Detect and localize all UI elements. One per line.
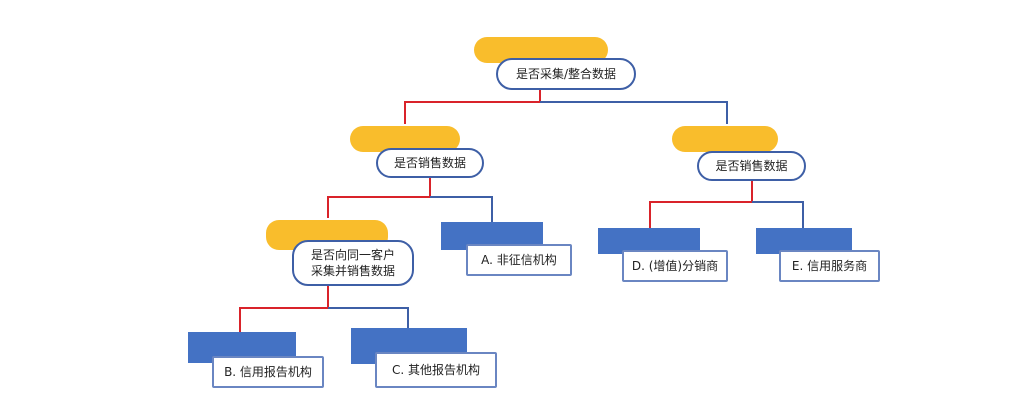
result-label: E. 信用服务商 [791,259,868,273]
no-branch-q1-to-q3 [540,101,728,124]
result-label: D. (增值)分销商 [631,259,719,273]
question-tab [672,126,778,152]
question-node-sell-left: 是否销售数据 [376,148,484,178]
result-label: A. 非征信机构 [481,253,557,267]
yes-branch-q1-to-q2 [404,90,541,124]
result-tab [598,228,700,254]
question-tab [350,126,460,152]
question-label: 是否销售数据 [715,159,788,173]
question-node-collect: 是否采集/整合数据 [496,58,636,90]
yes-branch-q3-to-d [649,180,753,228]
question-node-same-customer: 是否向同一客户 采集并销售数据 [292,240,414,286]
result-node-b: B. 信用报告机构 [212,356,324,388]
yes-branch-q2-to-q4 [327,176,431,218]
result-label: B. 信用报告机构 [224,365,312,379]
question-label: 是否销售数据 [393,156,466,170]
result-node-e: E. 信用服务商 [779,250,880,282]
question-node-sell-right: 是否销售数据 [697,151,806,181]
question-label: 是否向同一客户 采集并销售数据 [310,248,395,278]
yes-branch-q4-to-b [239,286,329,332]
result-label: C. 其他报告机构 [391,363,480,377]
no-branch-q2-to-a [430,196,493,222]
no-branch-q3-to-e [752,201,804,228]
result-node-a: A. 非征信机构 [466,244,572,276]
result-node-c: C. 其他报告机构 [375,352,497,388]
question-label: 是否采集/整合数据 [515,67,617,81]
result-tab [756,228,852,254]
no-branch-q4-to-c [328,307,409,328]
result-node-d: D. (增值)分销商 [622,250,728,282]
